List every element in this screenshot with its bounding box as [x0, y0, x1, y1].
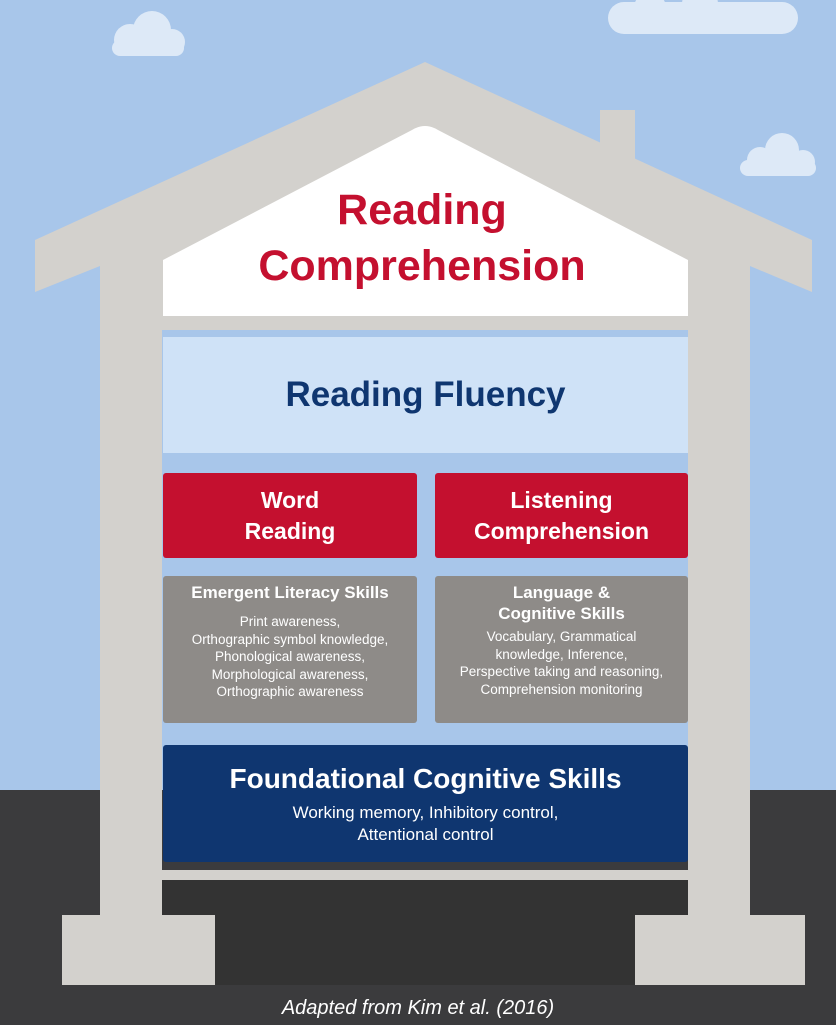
word-reading-line: Word: [260, 486, 320, 513]
listening-comprehension-block: Listening Comprehension: [435, 473, 688, 558]
listening-line: Listening: [510, 486, 613, 513]
reading-fluency-label: Reading Fluency: [285, 375, 566, 414]
emergent-skill-item: Orthographic symbol knowledge,: [191, 631, 389, 647]
word-reading-block: Word Reading: [163, 473, 417, 558]
reading-fluency-block: Reading Fluency: [163, 337, 688, 453]
emergent-skill-item: Phonological awareness,: [214, 649, 366, 664]
title-line: Comprehension: [258, 242, 586, 290]
source-caption: Adapted from Kim et al. (2016): [281, 997, 555, 1019]
emergent-skill-item: Orthographic awareness: [216, 684, 364, 699]
language-skill-item: Comprehension monitoring: [480, 681, 643, 697]
cloud-icon: [112, 11, 185, 56]
roof-panel: [163, 126, 688, 316]
language-cognitive-heading: Cognitive Skills: [498, 604, 625, 623]
foundational-cognitive-block: Foundational Cognitive Skills Working me…: [163, 745, 688, 862]
basement: [162, 880, 688, 985]
emergent-literacy-heading: Emergent Literacy Skills: [191, 583, 389, 602]
emergent-skill-item: Print awareness,: [239, 614, 341, 629]
language-skill-item: knowledge, Inference,: [495, 646, 628, 662]
cloud-icon: [740, 133, 816, 176]
emergent-skill-item: Morphological awareness,: [211, 666, 369, 682]
chimney: [600, 110, 635, 190]
language-cognitive-heading: Language &: [512, 583, 611, 602]
language-skill-item: Perspective taking and reasoning,: [459, 664, 664, 679]
reading-comprehension-title: Reading Comprehension: [200, 182, 644, 294]
emergent-literacy-block: Emergent Literacy Skills Print awareness…: [163, 576, 417, 723]
listening-line: Comprehension: [473, 517, 650, 544]
language-skill-item: Vocabulary, Grammatical: [486, 629, 637, 644]
foundational-skill-item: Attentional control: [357, 824, 494, 844]
word-reading-line: Reading: [244, 517, 336, 544]
language-cognitive-block: Language & Cognitive Skills Vocabulary, …: [435, 576, 688, 723]
foundational-skill-item: Working memory, Inhibitory control,: [292, 802, 559, 822]
cloud-icon: [608, 0, 798, 34]
title-line: Reading: [337, 186, 507, 234]
foundational-cognitive-title: Foundational Cognitive Skills: [229, 762, 622, 794]
